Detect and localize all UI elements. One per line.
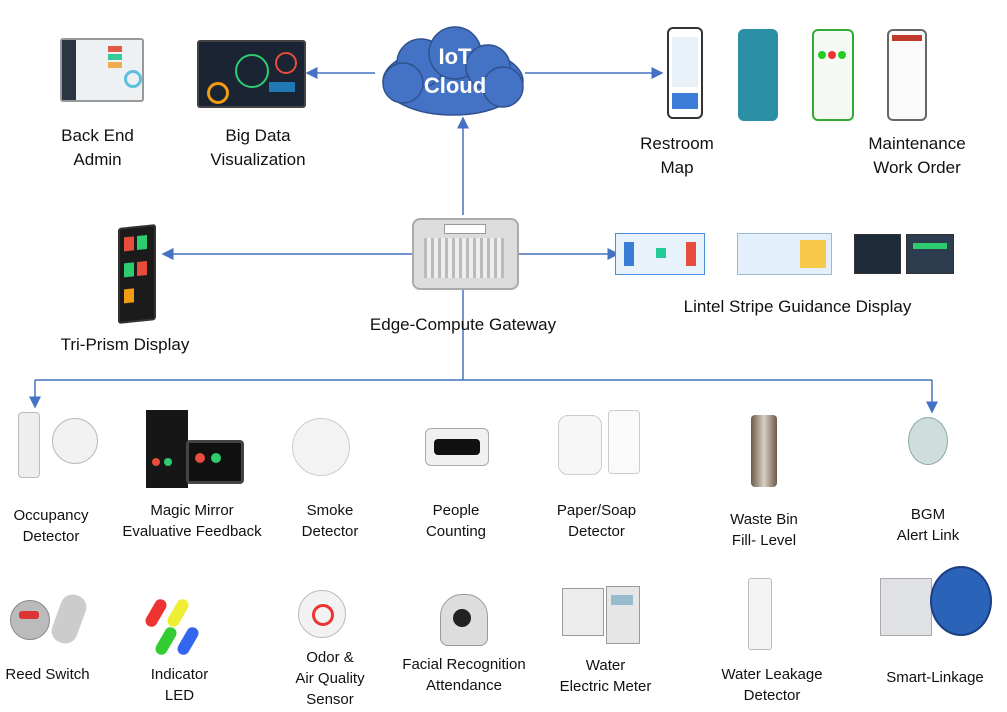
lintel-display-label: Lintel Stripe Guidance Display — [683, 297, 912, 316]
paper-dispenser-image — [558, 415, 602, 475]
iot-cloud-icon — [382, 26, 524, 116]
water-meter-image — [562, 588, 604, 636]
people-counting-label: People Counting — [425, 502, 487, 540]
people-counting-image — [425, 428, 489, 466]
lintel-display-4 — [906, 234, 954, 274]
magic-mirror-panel-image — [146, 410, 188, 488]
tri-prism-display-image — [118, 224, 156, 324]
lintel-display-1 — [615, 233, 705, 275]
occupancy-ceiling-sensor-image — [52, 418, 98, 464]
air-mover-image — [930, 566, 992, 636]
tri-prism-label: Tri-Prism Display — [60, 335, 190, 354]
backend-admin-screenshot — [60, 38, 144, 102]
reed-switch-lock-image — [10, 600, 50, 640]
smart-socket-image — [880, 578, 932, 636]
big-data-screenshot — [197, 40, 306, 108]
cloud-label: IoT Cloud — [423, 44, 487, 98]
bgm-alert-label: BGM Alert Link — [896, 506, 960, 544]
occupancy-detector-label: Occupancy Detector — [13, 507, 89, 545]
restroom-map-label: Restroom Map — [640, 134, 714, 177]
waste-bin-sensor-image — [751, 415, 777, 487]
odor-air-quality-label: Odor & Air Quality Sensor — [295, 649, 365, 708]
lintel-display-2 — [737, 233, 832, 275]
facial-recognition-label: Facial Recognition Attendance — [402, 656, 526, 694]
reed-switch-label: Reed Switch — [5, 666, 90, 683]
restroom-map-phone — [667, 27, 703, 119]
magic-mirror-tablet-image — [186, 440, 244, 484]
bgm-speaker-image — [908, 417, 948, 465]
paper-soap-detector-label: Paper/Soap Detector — [556, 502, 637, 540]
water-electric-meter-label: Water Electric Meter — [559, 657, 652, 695]
waste-bin-label: Waste Bin Fill- Level — [730, 511, 798, 549]
big-data-label: Big Data Visualization — [210, 126, 306, 169]
maintenance-work-order-label: Maintenance Work Order — [868, 134, 966, 177]
water-leakage-label: Water Leakage Detector — [721, 666, 823, 704]
electric-meter-image — [606, 586, 640, 644]
app-screen-3 — [812, 29, 854, 121]
water-leak-detector-image — [748, 578, 772, 650]
lintel-display-3 — [854, 234, 901, 274]
smoke-detector-image — [292, 418, 350, 476]
indicator-led-label: Indicator LED — [150, 666, 209, 704]
backend-admin-label: Back End Admin — [61, 126, 134, 169]
app-screen-2 — [738, 29, 778, 121]
magic-mirror-label: Magic Mirror Evaluative Feedback — [122, 502, 262, 540]
edge-gateway-device — [412, 218, 519, 290]
work-order-phone — [887, 29, 927, 121]
odor-sensor-image — [298, 590, 346, 638]
gateway-label: Edge-Compute Gateway — [369, 315, 557, 334]
occupancy-door-sensor-image — [18, 412, 40, 478]
smoke-detector-label: Smoke Detector — [301, 502, 359, 540]
facial-camera-image — [440, 594, 488, 646]
soap-dispenser-image — [608, 410, 640, 474]
smart-linkage-label: Smart-Linkage — [886, 669, 984, 686]
